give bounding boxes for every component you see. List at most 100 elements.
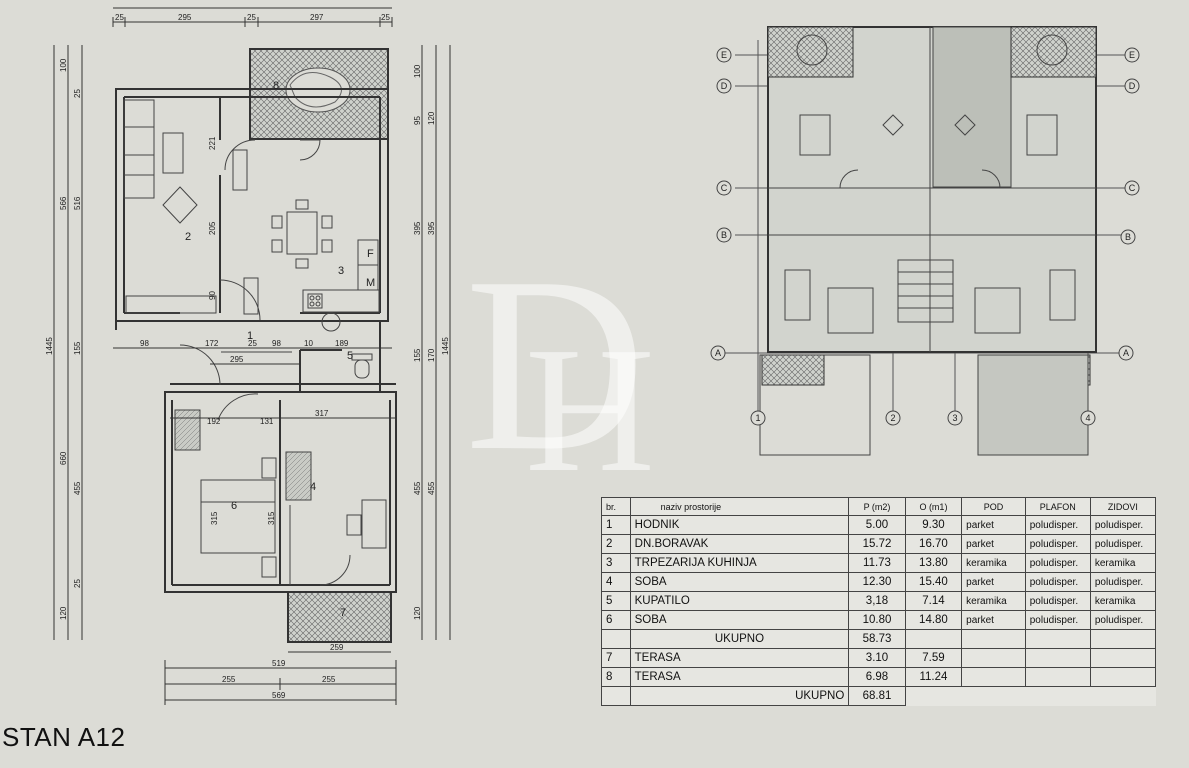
dim-left-5: 1445	[45, 337, 54, 355]
cell-zidovi: keramika	[1089, 553, 1157, 573]
dim-left-10: 120	[59, 606, 68, 620]
dim-mid2-3: 192	[207, 417, 221, 426]
dim-inner-1: 221	[208, 136, 217, 150]
cell-o: 13.80	[904, 553, 963, 573]
total-label: UKUPNO	[629, 686, 850, 706]
dim-bottom-4: 255	[322, 675, 336, 684]
room-label-2: 2	[185, 231, 191, 243]
header-name: naziv prostorije	[629, 497, 850, 516]
dim-mid-4: 98	[272, 339, 281, 348]
cell-br: 2	[601, 534, 631, 554]
cell-plafon: poludisper.	[1024, 534, 1091, 554]
cell-o: 16.70	[904, 534, 963, 554]
table-row: 5 KUPATILO 3,18 7.14 keramika poludisper…	[601, 591, 1157, 611]
cell-name: DN.BORAVAK	[629, 534, 850, 554]
header-zidovi: ZIDOVI	[1089, 497, 1157, 516]
cell-p: 12.30	[848, 572, 906, 592]
table-header-row: br. naziv prostorije P (m2) O (m1) POD P…	[601, 497, 1157, 516]
axis-row-d-right: D	[1129, 81, 1136, 91]
axis-col-4: 4	[1085, 413, 1090, 423]
dim-inner-4: 315	[210, 511, 219, 525]
dim-top-1: 25	[115, 13, 124, 22]
dim-right-9: 455	[413, 481, 422, 495]
dim-right-5: 395	[427, 221, 436, 235]
dim-left-2: 566	[59, 196, 68, 210]
dim-right-10: 455	[427, 481, 436, 495]
dim-mid-1: 98	[140, 339, 149, 348]
axis-row-b-left: B	[721, 230, 727, 240]
dim-top-2: 295	[178, 13, 192, 22]
header-pod: POD	[961, 497, 1026, 516]
room-label-4: 4	[310, 481, 316, 493]
dim-left-9: 25	[73, 579, 82, 588]
axis-row-c-right: C	[1129, 183, 1136, 193]
cell-p: 15.72	[848, 534, 906, 554]
cell-name: HODNIK	[629, 515, 850, 535]
apartment-title: STAN A12	[2, 722, 126, 752]
axis-row-e-left: E	[721, 50, 727, 60]
axis-row-c-left: C	[721, 183, 728, 193]
cell-zidovi: keramika	[1089, 591, 1157, 611]
cell-br: 6	[601, 610, 631, 630]
cell-pod: parket	[961, 610, 1026, 630]
dim-mid-5: 10	[304, 339, 313, 348]
cell-p: 3.10	[848, 648, 906, 668]
cell-o: 14.80	[904, 610, 963, 630]
cell-zidovi: poludisper.	[1089, 572, 1157, 592]
axis-row-d-left: D	[721, 81, 728, 91]
table-row: 4 SOBA 12.30 15.40 parket poludisper. po…	[601, 572, 1157, 592]
dim-mid-3: 25	[248, 339, 257, 348]
table-row: 8 TERASA 6.98 11.24	[601, 667, 1157, 687]
axis-row-a-left: A	[715, 348, 721, 358]
room-label-3: 3	[338, 265, 344, 277]
dim-mid-6: 189	[335, 339, 349, 348]
room-label-7: 7	[340, 607, 346, 619]
dim-left-7: 660	[59, 451, 68, 465]
dim-right-11: 120	[413, 606, 422, 620]
cell-plafon: poludisper.	[1024, 591, 1091, 611]
cell-plafon: poludisper.	[1024, 572, 1091, 592]
cell-br: 8	[601, 667, 631, 687]
cell-plafon: poludisper.	[1024, 515, 1091, 535]
axis-row-b-right: B	[1125, 232, 1131, 242]
room-schedule-table: br. naziv prostorije P (m2) O (m1) POD P…	[601, 497, 1157, 706]
cell-pod: keramika	[961, 591, 1026, 611]
cell-name: SOBA	[629, 572, 850, 592]
cell-name: TERASA	[629, 667, 850, 687]
dim-left-4: 25	[73, 89, 82, 98]
table-row: 6 SOBA 10.80 14.80 parket poludisper. po…	[601, 610, 1157, 630]
header-o: O (m1)	[904, 497, 963, 516]
dim-top-3: 25	[247, 13, 256, 22]
dim-bottom-2: 519	[272, 659, 286, 668]
cell-br: 4	[601, 572, 631, 592]
room-label-8: 8	[273, 80, 279, 92]
cell-pod: parket	[961, 534, 1026, 554]
room-label-6: 6	[231, 500, 237, 512]
dim-right-2: 95	[413, 116, 422, 125]
cell-zidovi: poludisper.	[1089, 515, 1157, 535]
cell-name: KUPATILO	[629, 591, 850, 611]
cell-zidovi: poludisper.	[1089, 610, 1157, 630]
kitchen-label-m: M	[366, 277, 375, 289]
total-value: 68.81	[848, 686, 906, 706]
cell-br: 1	[601, 515, 631, 535]
cell-o: 11.24	[904, 667, 963, 687]
room-label-5: 5	[347, 350, 353, 362]
subtotal-value: 58.73	[848, 629, 906, 649]
dim-mid-2: 172	[205, 339, 219, 348]
cell-o: 7.14	[904, 591, 963, 611]
table-row: 7 TERASA 3.10 7.59	[601, 648, 1157, 668]
cell-plafon: poludisper.	[1024, 610, 1091, 630]
cell-p: 11.73	[848, 553, 906, 573]
dim-left-1: 100	[59, 58, 68, 72]
table-row: 1 HODNIK 5.00 9.30 parket poludisper. po…	[601, 515, 1157, 535]
dim-top-4: 297	[310, 13, 324, 22]
cell-zidovi: poludisper.	[1089, 534, 1157, 554]
table-row: 2 DN.BORAVAK 15.72 16.70 parket poludisp…	[601, 534, 1157, 554]
axis-col-3: 3	[952, 413, 957, 423]
header-p: P (m2)	[848, 497, 906, 516]
dim-mid2-4: 131	[260, 417, 274, 426]
room-label-1: 1	[247, 330, 253, 342]
